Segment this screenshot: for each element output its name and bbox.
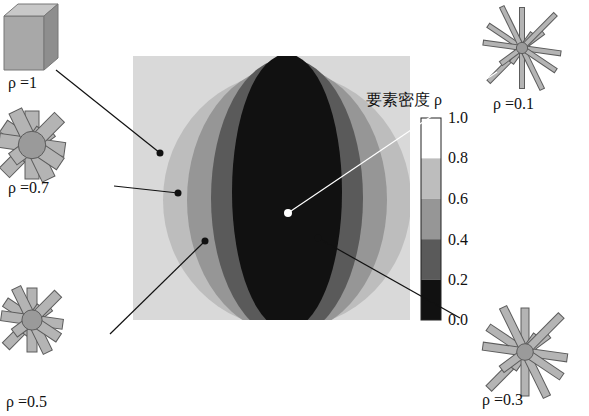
- cell-stroke: [44, 4, 58, 70]
- cell-label: ρ =0.3: [482, 392, 523, 408]
- cell-stroke: [18, 131, 45, 158]
- leader-lines: [56, 70, 497, 334]
- lattice-cell: [6, 292, 58, 347]
- cell-label: ρ =0.1: [493, 96, 534, 112]
- cell-stroke: [4, 16, 44, 70]
- tick-label: 0.0: [448, 312, 468, 328]
- lattice-cell: [487, 311, 563, 393]
- lattice-cell: [486, 9, 559, 87]
- lattice-cell: [6, 117, 58, 172]
- color-bar: [421, 118, 441, 320]
- cell-stroke: [490, 48, 522, 80]
- cell-stroke: [22, 310, 42, 330]
- legend-title: 要素密度 ρ: [366, 92, 442, 108]
- tick-label: 0.8: [448, 150, 468, 166]
- cell-label: ρ =0.5: [6, 394, 47, 410]
- cell-stroke: [522, 16, 554, 48]
- cell-label: ρ =0.7: [8, 180, 49, 196]
- tick-label: 1.0: [448, 110, 468, 126]
- tick-label: 0.2: [448, 272, 468, 288]
- unit-cell-illustrations: [4, 4, 563, 393]
- cell-label: ρ =1: [8, 75, 37, 91]
- solid-cube: [4, 4, 58, 70]
- tick-label: 0.6: [448, 191, 468, 207]
- tick-label: 0.4: [448, 232, 468, 248]
- cell-stroke: [490, 48, 522, 80]
- cell-stroke: [522, 16, 554, 48]
- cell-stroke: [517, 344, 534, 361]
- cell-stroke: [503, 9, 522, 48]
- cell-stroke: [503, 9, 522, 48]
- cell-stroke: [516, 42, 527, 53]
